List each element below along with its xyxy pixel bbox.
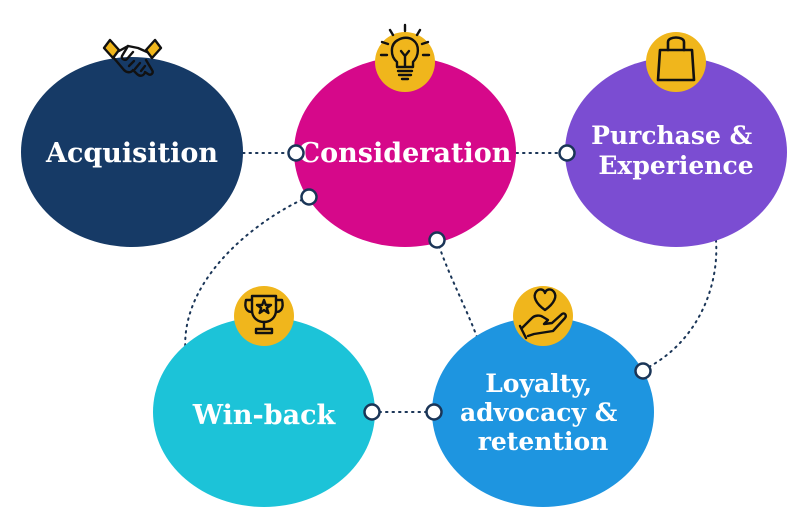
connector-node: [428, 231, 446, 249]
connector-node: [300, 188, 318, 206]
stage-loyalty: Loyalty, advocacy & retention: [432, 317, 654, 507]
connector-node: [634, 362, 652, 380]
stage-purchase: Purchase & Experience: [565, 57, 787, 247]
connector-node: [363, 403, 381, 421]
connector-node: [558, 144, 576, 162]
stage-consideration: Consideration: [294, 57, 516, 247]
stage-label: Loyalty, advocacy & retention: [460, 369, 626, 456]
heart-hand-icon: [513, 286, 573, 346]
stage-circle: [21, 57, 243, 247]
trophy-icon: [234, 286, 294, 346]
connector-consideration-loyalty: [436, 239, 483, 353]
stage-label: Consideration: [299, 138, 512, 169]
stage-label: Purchase & Experience: [591, 121, 761, 180]
stage-acquisition: Acquisition: [21, 57, 243, 247]
stage-label: Acquisition: [45, 138, 218, 169]
stage-circle: [294, 57, 516, 247]
connector-nodes: [287, 144, 652, 421]
stage-label: Win-back: [192, 400, 337, 431]
shopping-bag-icon: [646, 32, 706, 92]
connector-node: [425, 403, 443, 421]
stage-circle: [153, 317, 375, 507]
stage-circle: [565, 57, 787, 247]
lightbulb-icon: [375, 23, 435, 92]
connector-node: [287, 144, 305, 162]
handshake-icon: [102, 38, 163, 77]
stage-circle: [432, 317, 654, 507]
stage-winback: Win-back: [153, 317, 375, 507]
